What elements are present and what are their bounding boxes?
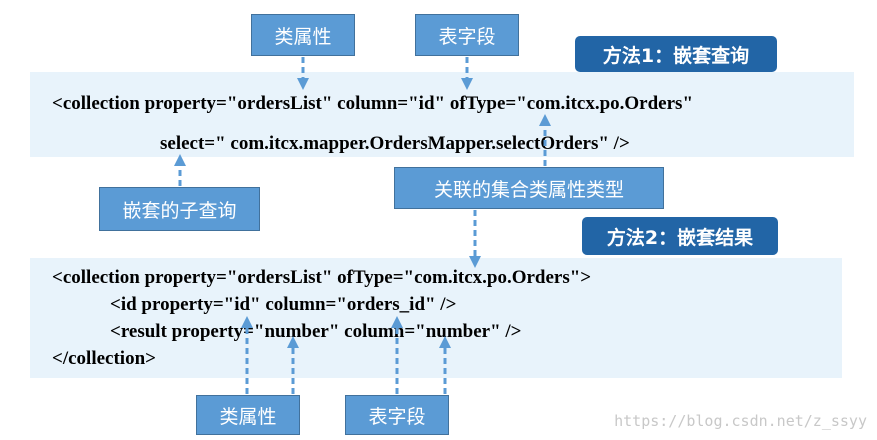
collection-type-label: 关联的集合类属性类型 <box>394 167 664 209</box>
table-field-label-top: 表字段 <box>415 14 519 56</box>
code2-line4: </collection> <box>52 348 156 369</box>
watermark: https://blog.csdn.net/z_ssyy <box>614 412 867 430</box>
code-band-nested-result <box>30 258 842 378</box>
code-band-nested-query <box>30 72 854 157</box>
code1-line1: <collection property="ordersList" column… <box>52 93 693 114</box>
nested-subquery-label: 嵌套的子查询 <box>99 187 260 231</box>
code1-line2: select=" com.itcx.mapper.OrdersMapper.se… <box>160 133 630 154</box>
code2-line3: <result property="number" column="number… <box>110 321 522 342</box>
method1-label: 方法1：嵌套查询 <box>575 36 777 72</box>
class-attribute-label-top: 类属性 <box>251 14 355 56</box>
method2-label: 方法2：嵌套结果 <box>582 217 778 255</box>
class-attribute-label-bottom: 类属性 <box>196 395 300 435</box>
table-field-label-bottom: 表字段 <box>345 395 449 435</box>
code2-line1: <collection property="ordersList" ofType… <box>52 267 592 288</box>
code2-line2: <id property="id" column="orders_id" /> <box>110 294 457 315</box>
